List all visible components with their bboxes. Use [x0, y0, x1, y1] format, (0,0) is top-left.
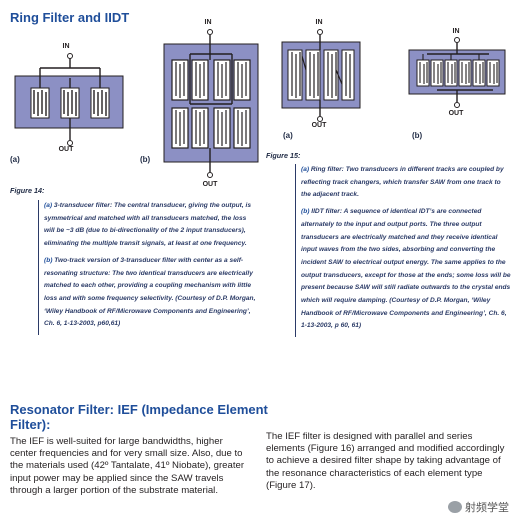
fig15-caption: (a) Ring filter: Two transducers in diff…: [295, 164, 511, 338]
fig14-cap-a-text: 3-transducer filter: The central transdu…: [44, 202, 252, 248]
resonator-title-line1: Resonator Filter: IEF (Impedance Element: [10, 402, 268, 417]
fig15b-diagram: [408, 37, 506, 108]
fig15b-label: (b): [412, 131, 423, 140]
fig15-cap-b-label: (b): [301, 208, 310, 216]
section-title-ring-filter: Ring Filter and IIDT: [10, 10, 130, 25]
fig14b-out-label: OUT: [202, 181, 218, 188]
fig14b-diagram: [163, 29, 259, 178]
resonator-title-line2: Filter):: [10, 417, 51, 432]
fig15a-out-label: OUT: [311, 122, 327, 129]
fig15b-out-label: OUT: [448, 110, 464, 117]
fig15b-in-label: IN: [452, 28, 460, 35]
body-paragraph-left: The IEF is well-suited for large bandwid…: [10, 436, 245, 496]
fig15-cap-b-text: IIDT filter: A sequence of identical IDT…: [301, 208, 511, 330]
fig15a-diagram: [281, 29, 361, 122]
fig14-cap-b-label: (b): [44, 256, 53, 264]
fig14a-label: (a): [10, 155, 20, 164]
fig14b-in-label: IN: [204, 19, 212, 26]
fig15a-in-label: IN: [315, 19, 323, 26]
fig14-caption: (a) 3-transducer filter: The central tra…: [38, 200, 257, 336]
fig14-cap-b-text: Two-track version of 3-transducer filter…: [44, 256, 256, 328]
watermark-text: 射频学堂: [465, 502, 509, 514]
fig15a-label: (a): [283, 131, 293, 140]
fig15-title: Figure 15:: [266, 151, 301, 160]
fig15-cap-a-label: (a): [301, 166, 310, 173]
body-paragraph-right: The IEF filter is designed with parallel…: [266, 431, 505, 491]
fig14a-diagram: [14, 53, 124, 146]
fig14-cap-a-label: (a): [44, 202, 53, 209]
watermark: 射频学堂: [448, 499, 509, 515]
wechat-icon: [448, 501, 462, 513]
fig15-cap-a-text: Ring filter: Two transducers in differen…: [301, 166, 504, 199]
fig14b-label: (b): [140, 155, 151, 164]
fig14a-out-label: OUT: [58, 146, 74, 153]
fig14-title: Figure 14:: [10, 186, 45, 195]
section-title-resonator: Resonator Filter: IEF (Impedance Element…: [10, 402, 268, 432]
fig14a-in-label: IN: [62, 43, 70, 50]
